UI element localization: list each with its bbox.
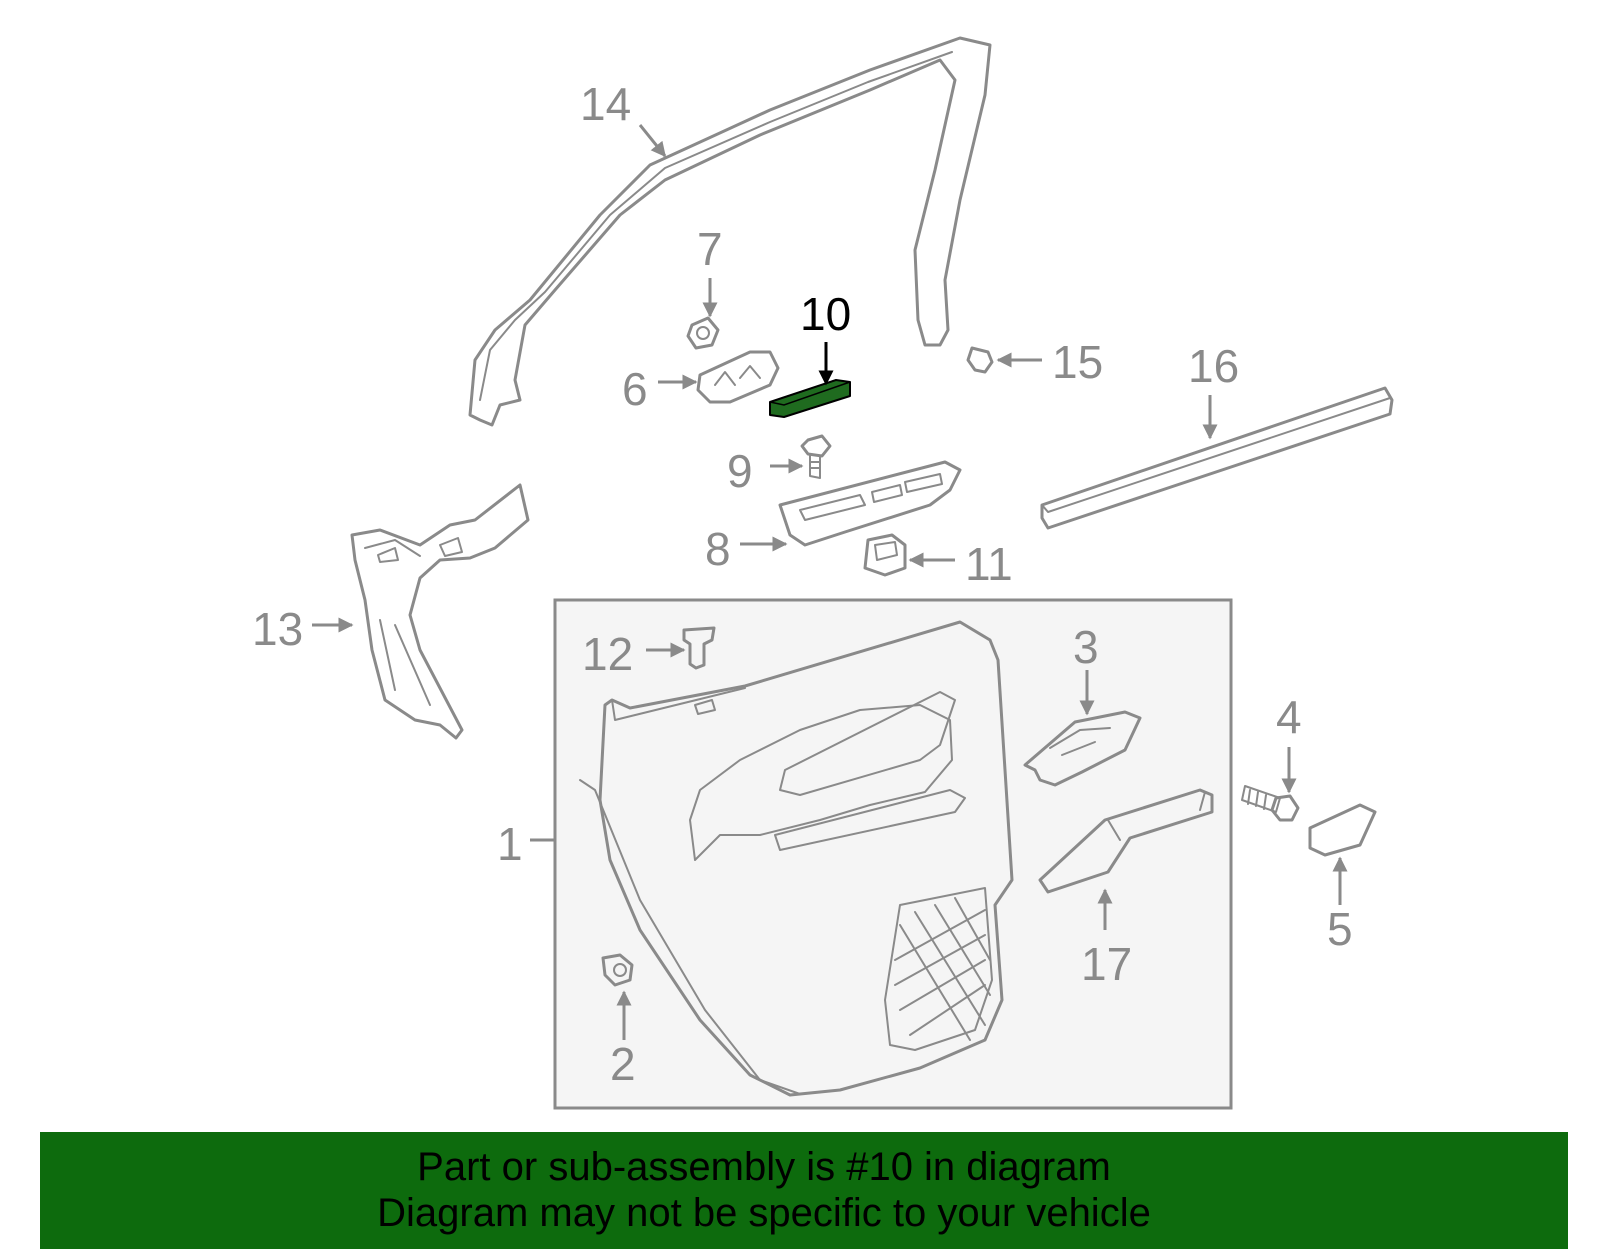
callout-16: 16 [1188, 340, 1239, 392]
callout-1: 1 [497, 818, 523, 870]
arrow-14 [638, 124, 667, 158]
part-5-cover-cap [1308, 803, 1377, 857]
assembly-box [553, 598, 1233, 1110]
part-10-highlighted [769, 379, 851, 418]
part-13-trim-panel [350, 483, 530, 740]
part-2-grommet [601, 953, 634, 987]
part-4-screw [1241, 785, 1300, 822]
callout-4: 4 [1276, 691, 1302, 743]
callout-7: 7 [697, 223, 723, 275]
callout-17: 17 [1081, 938, 1132, 990]
part-6-bracket [696, 350, 780, 404]
callout-6: 6 [622, 363, 648, 415]
callout-14: 14 [580, 78, 631, 130]
part-15-push-pin [966, 346, 994, 374]
part-17-pull-handle [1038, 788, 1214, 894]
callout-5: 5 [1327, 903, 1353, 955]
info-banner: Part or sub-assembly is #10 in diagram D… [40, 1132, 1568, 1249]
callout-12: 12 [582, 628, 633, 680]
callout-10: 10 [800, 288, 851, 340]
callout-8: 8 [705, 523, 731, 575]
part-11-switch [863, 533, 907, 577]
part-7-nut [686, 316, 720, 350]
callout-2: 2 [610, 1038, 636, 1090]
callout-11: 11 [965, 538, 1013, 590]
callout-15: 15 [1052, 336, 1103, 388]
part-9-bolt [800, 434, 832, 479]
banner-line-1: Part or sub-assembly is #10 in diagram [417, 1145, 1111, 1189]
part-14-window-frame [468, 36, 992, 427]
part-8-switch-panel [778, 460, 962, 547]
part-16-molding [1040, 386, 1394, 530]
part-12-push-pin [682, 626, 716, 670]
callout-9: 9 [727, 445, 753, 497]
part-3-inside-handle [1023, 710, 1142, 787]
callout-3: 3 [1073, 621, 1099, 673]
part-1-door-trim-panel [579, 620, 1014, 1097]
callout-13: 13 [252, 603, 303, 655]
banner-line-2: Diagram may not be specific to your vehi… [377, 1191, 1151, 1235]
